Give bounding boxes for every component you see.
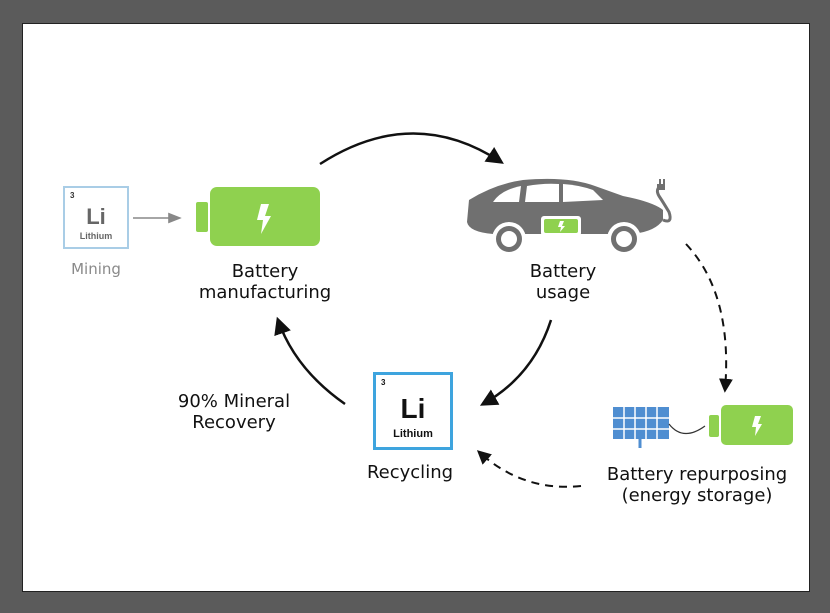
- arrow-to-repurposing: [685, 243, 733, 393]
- repurposing-label: Battery repurposing (energy storage): [587, 464, 807, 506]
- arrow-to-recycling: [479, 319, 553, 406]
- element-number: 3: [381, 378, 386, 387]
- element-number: 3: [70, 191, 75, 200]
- repurposing-label-line2: (energy storage): [621, 485, 773, 506]
- recovery-label-line2: Recovery: [192, 412, 276, 433]
- recovery-label: 90% Mineral Recovery: [159, 391, 309, 433]
- diagram-graphics: [133, 132, 793, 488]
- manufacturing-label-line1: Battery: [231, 261, 299, 282]
- recycling-lithium-tile: 3 Li Lithium: [373, 372, 453, 450]
- manufacturing-battery-icon: [196, 187, 320, 246]
- mining-lithium-tile: 3 Li Lithium: [63, 186, 129, 249]
- manufacturing-label: Battery manufacturing: [185, 261, 345, 303]
- repurposing-label-line1: Battery repurposing: [606, 464, 788, 485]
- element-name: Lithium: [79, 231, 113, 241]
- arrow-repurposing-to-recycling: [476, 450, 582, 488]
- element-name: Lithium: [393, 428, 433, 440]
- manufacturing-label-line2: manufacturing: [198, 282, 332, 303]
- recovery-label-line1: 90% Mineral: [177, 391, 291, 412]
- mining-label: Mining: [71, 260, 121, 278]
- arrow-to-usage: [319, 132, 504, 166]
- electric-car-icon: [467, 178, 672, 256]
- usage-label-line1: Battery: [529, 261, 597, 282]
- solar-panel-icon: [613, 407, 706, 448]
- usage-label: Battery usage: [503, 261, 623, 303]
- arrow-to-manufacturing: [274, 316, 346, 406]
- repurposing-battery-icon: [709, 405, 793, 445]
- diagram-canvas: 3 Li Lithium Mining Battery manufacturin…: [22, 23, 810, 592]
- element-symbol: Li: [400, 393, 426, 424]
- recycling-label: Recycling: [366, 462, 454, 483]
- element-symbol: Li: [86, 204, 106, 229]
- usage-label-line2: usage: [535, 282, 591, 303]
